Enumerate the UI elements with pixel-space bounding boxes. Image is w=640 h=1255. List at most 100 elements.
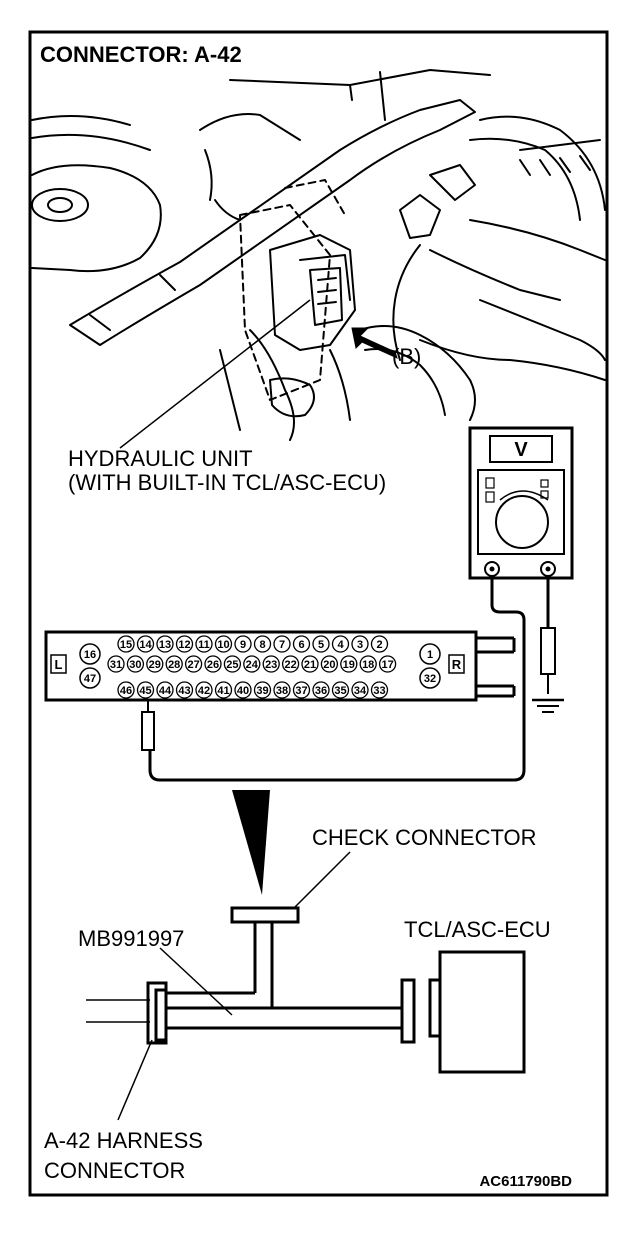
hydraulic-unit-leader <box>119 299 311 449</box>
connector-pin-number: 22 <box>284 659 296 671</box>
pin-left-top: 16 <box>84 649 96 661</box>
connector-pin <box>370 681 389 699</box>
connector-pin-number: 33 <box>373 685 385 697</box>
connector-pin <box>253 635 272 653</box>
connector-pin-number: 29 <box>149 659 161 671</box>
connector-pin <box>156 635 174 653</box>
connector-pin-number: 46 <box>120 685 132 697</box>
connector-pin <box>234 681 252 699</box>
ecu-label: TCL/ASC-ECU <box>404 917 551 942</box>
check-connector-label: CHECK CONNECTOR <box>312 825 537 850</box>
connector-pin-number: 10 <box>217 639 229 651</box>
connector-pin-number: 40 <box>237 685 249 697</box>
connector-pin-number: 26 <box>207 659 219 671</box>
connector-pin-number: 6 <box>298 639 304 651</box>
voltmeter-symbol: V <box>514 439 528 461</box>
special-tool-leader <box>159 947 233 1016</box>
connector-pin <box>195 681 213 699</box>
connector-pin <box>184 655 203 673</box>
pin-right-bottom: 32 <box>424 673 436 685</box>
connector-pin-number: 39 <box>256 685 268 697</box>
connector-pin <box>331 681 350 699</box>
connector-pin-number: 37 <box>295 685 307 697</box>
connector-pin-number: 44 <box>159 685 172 697</box>
connector-pin-number: 13 <box>159 639 171 651</box>
check-connector-leader <box>291 851 351 911</box>
connector-pin-number: 42 <box>198 685 210 697</box>
connector-pin-number: 31 <box>110 659 122 671</box>
connector-pin <box>370 635 389 653</box>
connector-pin <box>126 655 145 673</box>
connector-pin-number: 20 <box>323 659 335 671</box>
connector-pin <box>312 681 330 699</box>
connector-pin-number: 35 <box>334 685 346 697</box>
connector-pin-number: 34 <box>354 685 367 697</box>
connector-pin-number: 43 <box>178 685 190 697</box>
voltmeter-dial-icon <box>495 495 549 549</box>
connector-pin <box>117 681 135 699</box>
connector-pin <box>351 681 369 699</box>
connector-pin <box>340 655 358 673</box>
connector-pin <box>378 655 397 673</box>
hydraulic-unit-label-line1: HYDRAULIC UNIT <box>68 446 253 471</box>
connector-pin <box>281 655 300 673</box>
connector-pin <box>136 635 155 653</box>
view-marker-label: (B) <box>392 344 421 369</box>
connector-pin <box>175 635 194 653</box>
connector-pin <box>273 635 291 653</box>
connector-pin-number: 3 <box>357 639 363 651</box>
connector-pin <box>146 655 164 673</box>
voltmeter: V <box>468 426 574 580</box>
ground-lead <box>532 576 564 713</box>
harness-connector-label-line1: A-42 HARNESS <box>44 1128 203 1153</box>
connector-pin <box>292 635 311 653</box>
connector-pin <box>331 635 350 653</box>
connector-pin-number: 30 <box>129 659 141 671</box>
connector-pin-number: 25 <box>226 659 238 671</box>
connector-pin <box>214 681 233 699</box>
connector-pin <box>301 655 319 673</box>
engine-bay-illustration <box>31 69 606 441</box>
connector-pin <box>165 655 183 673</box>
connector-pin-number: 17 <box>381 659 393 671</box>
connector-pin <box>273 681 291 699</box>
connector-pin-number: 7 <box>279 639 285 651</box>
connector-pin-number: 11 <box>198 639 210 651</box>
connector-pin-number: 28 <box>168 659 180 671</box>
connector-right-marker: R <box>452 657 462 672</box>
connector-pin <box>312 635 330 653</box>
connector-pin <box>117 635 135 653</box>
connector-pin-number: 15 <box>120 639 132 651</box>
connector-pin-number: 41 <box>217 685 229 697</box>
connector-pin <box>107 655 125 673</box>
connector-pin-number: 9 <box>240 639 246 651</box>
connector-pin-number: 19 <box>343 659 355 671</box>
connector-pin <box>292 681 311 699</box>
view-wedge-pointer <box>232 790 270 895</box>
connector-pin <box>243 655 261 673</box>
connector-pin <box>223 655 242 673</box>
connector-pin-number: 21 <box>304 659 316 671</box>
voltmeter-display <box>489 435 553 463</box>
connector-pin <box>234 635 252 653</box>
pin-right-top: 1 <box>427 649 433 661</box>
hydraulic-unit-label-line2: (WITH BUILT-IN TCL/ASC-ECU) <box>68 470 386 495</box>
connector-pin-number: 45 <box>139 685 151 697</box>
harness-connector-leader <box>117 1039 153 1121</box>
connector-pin-number: 12 <box>178 639 190 651</box>
connector-pin-number: 38 <box>276 685 288 697</box>
connector-pin <box>359 655 377 673</box>
connector-pin-number: 18 <box>362 659 374 671</box>
test-probe <box>141 700 155 751</box>
connector-pin <box>156 681 174 699</box>
view-arrow-b <box>351 327 398 359</box>
connector-pin-number: 36 <box>315 685 327 697</box>
figure-frame <box>28 30 609 1197</box>
connector-pin <box>351 635 369 653</box>
connector-pin <box>320 655 339 673</box>
positive-lead-wire <box>148 576 526 782</box>
connector-pin-number: 2 <box>376 639 382 651</box>
